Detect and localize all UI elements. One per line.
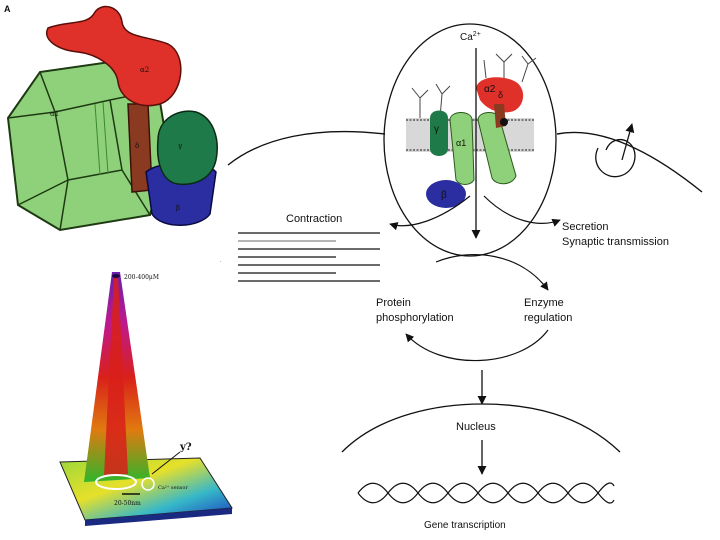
vesicle-loop [595, 139, 636, 178]
glycosylation-sticks [411, 53, 537, 119]
delta-channel-label: δ [498, 90, 503, 100]
muscle-filaments [238, 232, 380, 282]
secretion-arrow [483, 195, 561, 227]
contraction-label: Contraction [286, 213, 342, 225]
cycle-arrow-top [435, 253, 549, 291]
secretion-label: Secretion [562, 221, 608, 233]
gamma-label: γ [178, 142, 182, 150]
channel-structure-panel: A α2 α1 δ γ β [4, 4, 218, 232]
alpha2-label: α2 [140, 66, 149, 74]
beta-channel-label: β [441, 190, 447, 201]
alpha1-channel-label: α1 [456, 138, 466, 148]
gamma-channel-shape [430, 110, 448, 156]
channel-pore-ring [95, 474, 137, 490]
gamma-subunit-shape [156, 110, 218, 186]
microdomain-panel: 200-400μM y? Ca²⁺ sensor 20-50nm . [59, 258, 233, 526]
alpha1-facets [7, 71, 159, 231]
contraction-arrow [389, 195, 471, 231]
phosphorylation-label: phosphorylation [376, 312, 454, 324]
channel-ellipse [383, 23, 557, 257]
alpha2-subunit-shape [46, 5, 182, 107]
question-label: y? [179, 442, 192, 453]
nucleus-envelope [341, 403, 621, 453]
distance-label: 20-50nm [114, 500, 141, 507]
question-pointer [151, 451, 181, 475]
cycle-arrow-bottom [405, 329, 549, 362]
synaptic-label: Synaptic transmission [562, 236, 669, 248]
beta-channel-shape [426, 180, 466, 208]
alpha2-channel-label: α2 [484, 84, 496, 95]
secretion-up-arrow [621, 123, 635, 161]
spike-tip [112, 274, 120, 278]
calcium-core [104, 276, 128, 476]
plate-edge [85, 508, 232, 526]
nucleus-label: Nucleus [456, 421, 496, 433]
sensor-ring [141, 477, 155, 491]
alpha1-channel-shape [449, 112, 517, 185]
regulation-label: regulation [524, 312, 572, 324]
dna-helix [357, 482, 615, 504]
delta-label: δ [135, 142, 139, 150]
alpha1-label: α1 [50, 110, 59, 118]
stray-dot: . [220, 258, 222, 264]
gamma-channel-label: γ [434, 124, 439, 135]
gene-transcription-label: Gene transcription [424, 520, 506, 531]
top-concentration-label: 200-400μM [124, 274, 159, 281]
pathway-panel: Ca2+ α2 δ γ α1 β Contraction Secretion S… [227, 23, 703, 531]
sensor-label: Ca²⁺ sensor [158, 485, 188, 491]
alpha2-channel-shape [476, 77, 524, 113]
enzyme-label: Enzyme [524, 297, 564, 309]
protein-label: Protein [376, 297, 411, 309]
calcium-label: Ca2+ [460, 31, 481, 43]
anchor-dot [500, 118, 508, 126]
beta-label: β [176, 204, 180, 212]
panel-letter: A [4, 4, 11, 14]
alpha1-pore-lines [94, 101, 109, 176]
